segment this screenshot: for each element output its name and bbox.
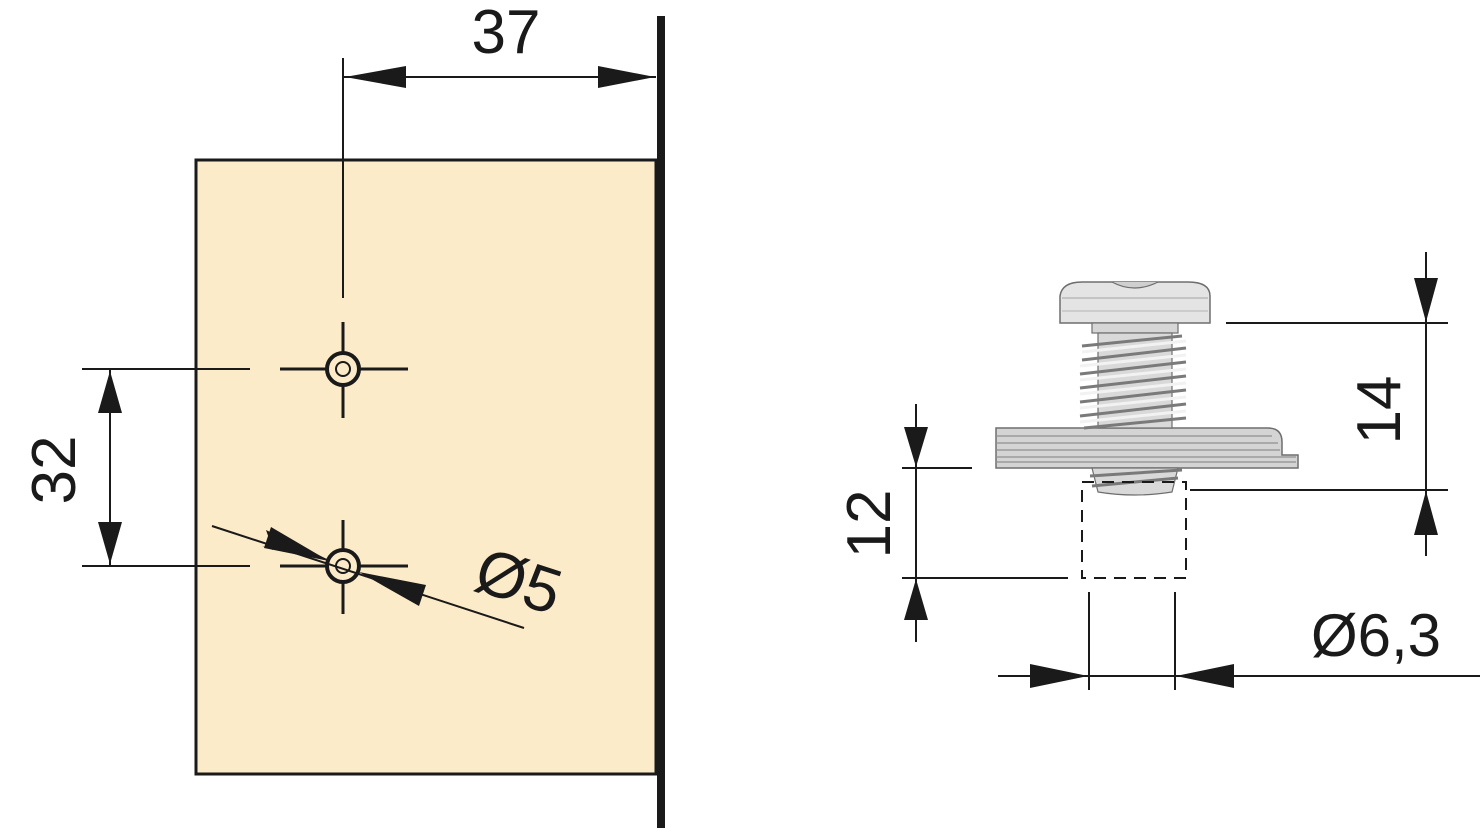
dim-32-arrow-bottom (98, 522, 122, 564)
panel-view: 37 32 Ø5 (20, 0, 665, 828)
cabinet-panel (194, 158, 658, 776)
mounting-plate (995, 427, 1299, 469)
dim-14-arrow-bottom (1414, 491, 1438, 535)
dim-12-arrow-bottom (904, 579, 928, 620)
dim-37-arrow-right (598, 66, 655, 88)
dim-12-label: 12 (835, 490, 904, 559)
dim-37-label: 37 (472, 0, 541, 67)
dim-d5-arrow-upper-fill (264, 527, 329, 561)
dim-d5-arrow-lower (359, 572, 426, 606)
hole-bottom (280, 520, 408, 614)
hole-top (280, 322, 408, 418)
dim-14-label: 14 (1345, 376, 1414, 445)
dim-d63-arrow-left (1030, 664, 1088, 688)
dim-32-label: 32 (20, 436, 89, 505)
dim-d63-arrow-right (1176, 664, 1234, 688)
screw-thread-upper (1079, 332, 1187, 430)
dim-d63-label: Ø6,3 (1311, 602, 1441, 669)
screw-view: 14 12 Ø6,3 (835, 252, 1480, 690)
drill-hole-dashed (1081, 481, 1187, 579)
screw-head (1059, 281, 1211, 334)
screw-thread-lower (1089, 467, 1183, 496)
dim-37-arrow-left (345, 66, 406, 88)
dim-12-arrow-top (904, 427, 928, 467)
dim-14-arrow-top (1414, 278, 1438, 322)
dim-32-arrow-top (98, 371, 122, 413)
